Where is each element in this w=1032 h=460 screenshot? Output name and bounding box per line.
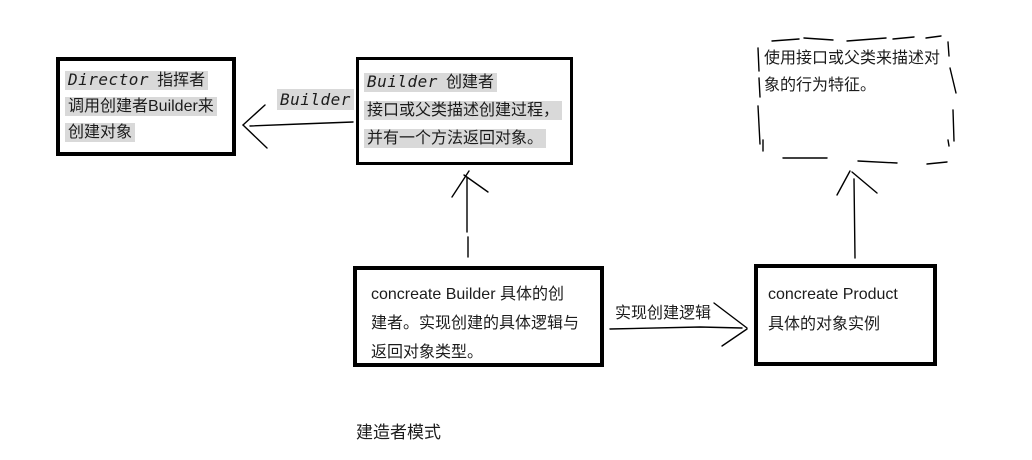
node-builder: Builder 创建者 接口或父类描述创建过程， 并有一个方法返回对象。 (356, 57, 573, 165)
builder-to-director-arrow (242, 104, 354, 149)
director-keyword: Director (68, 70, 150, 89)
director-line: 创建对象 (65, 120, 228, 146)
builder-line: 接口或父类描述创建过程， (364, 97, 566, 125)
node-concrete-builder: concreate Builder 具体的创 建者。实现创建的具体逻辑与 返回对… (353, 266, 604, 367)
product-interface-box-sketch (757, 35, 957, 165)
product-interface-line: 象的行为特征。 (764, 77, 877, 94)
create-logic-edge-label: 实现创建逻辑 (615, 305, 712, 322)
builder-line: 并有一个方法返回对象。 (364, 125, 566, 153)
concrete-product-line: 具体的对象实例 (768, 316, 881, 333)
builder-title: 创建者 (445, 74, 494, 91)
director-line: 调用创建者Builder来 (65, 94, 228, 120)
concrete-builder-line: concreate Builder 具体的创 (371, 286, 564, 303)
concrete-product-line: concreate Product (768, 286, 898, 303)
director-title: 指挥者 (157, 72, 206, 89)
node-concrete-product: concreate Product 具体的对象实例 (754, 264, 937, 366)
node-director: Director 指挥者 调用创建者Builder来 创建对象 (56, 57, 236, 156)
director-title-line: Director 指挥者 (65, 67, 228, 94)
product-interface-line: 使用接口或父类来描述对 (764, 50, 941, 67)
concrete-builder-to-product-arrow (609, 302, 748, 347)
concrete-product-to-interface-arrow (836, 170, 878, 259)
concrete-builder-to-builder-arrow (451, 170, 489, 258)
builder-keyword: Builder (367, 72, 438, 91)
builder-title-line: Builder 创建者 (364, 68, 566, 97)
concrete-builder-line: 返回对象类型。 (371, 344, 484, 361)
builder-edge-label: Builder (277, 89, 354, 110)
node-product-interface: 使用接口或父类来描述对 象的行为特征。 (764, 45, 960, 99)
concrete-builder-line: 建者。实现创建的具体逻辑与 (371, 315, 580, 332)
diagram-caption: 建造者模式 (356, 423, 441, 442)
